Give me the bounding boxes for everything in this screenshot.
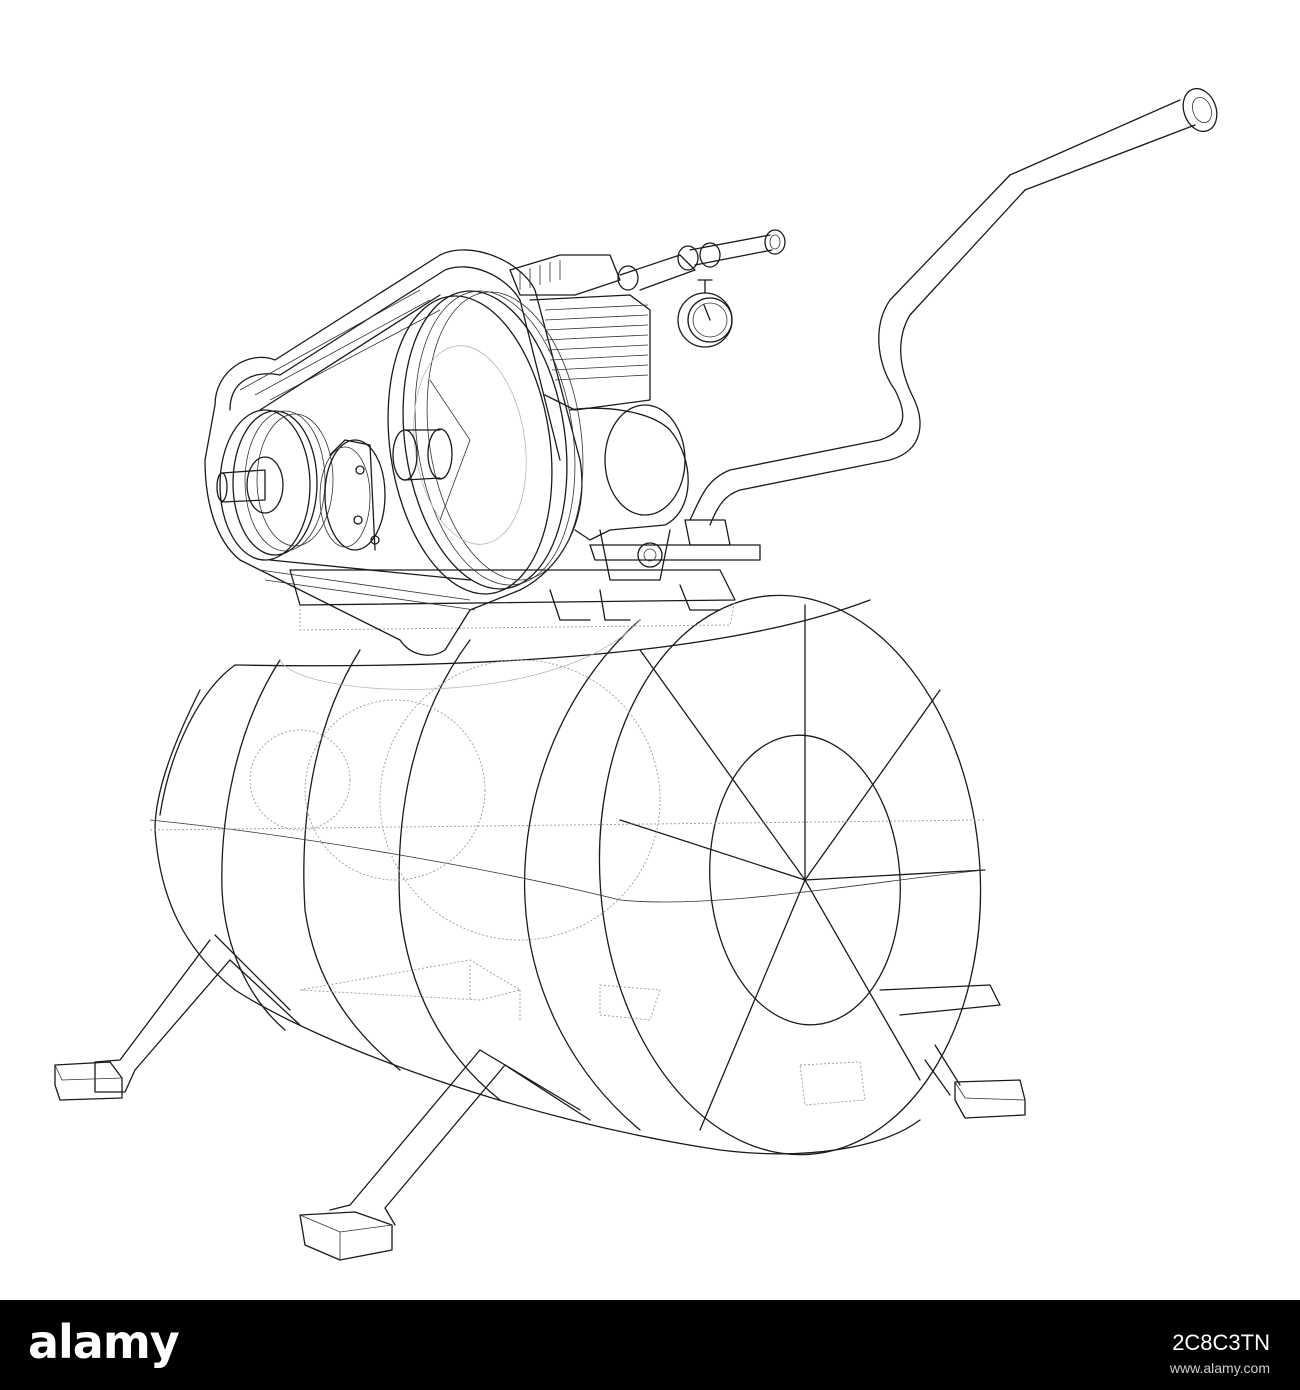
air-tank xyxy=(149,594,986,1156)
right-leg xyxy=(799,984,1026,1119)
front-left-leg xyxy=(299,1049,591,1261)
pressure-gauge-icon xyxy=(677,279,733,348)
pump-cylinder xyxy=(509,254,689,581)
left-rear-leg xyxy=(54,934,301,1101)
outlet-valves xyxy=(617,229,786,291)
motor-pulley xyxy=(216,294,471,581)
brand-logo: alamy xyxy=(28,1314,180,1370)
compressor-illustration xyxy=(54,87,1218,1261)
image-id: 2C8C3TN xyxy=(1172,1330,1270,1355)
stock-banner: alamy 2C8C3TN www.alamy.com xyxy=(0,1300,1300,1390)
site-url: www.alamy.com xyxy=(1169,1360,1270,1376)
logo-text: alamy xyxy=(28,1315,180,1369)
flywheel-pulley xyxy=(387,290,584,595)
carry-handle xyxy=(684,87,1218,546)
electric-motor xyxy=(319,428,453,551)
